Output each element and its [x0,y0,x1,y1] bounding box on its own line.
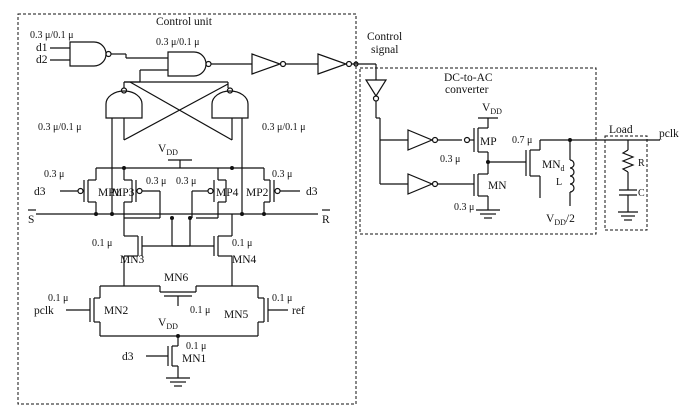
mn-converter-label: MN [488,180,507,192]
mn6-label: MN6 [164,272,189,284]
ground-icon-mn1 [166,377,190,387]
mn4-label: MN4 [232,254,257,266]
mp1-size: 0.3 μ [44,169,64,180]
nand-middle-size: 0.3 μ/0.1 μ [156,37,200,48]
control-unit-label: Control unit [156,16,213,28]
mn2-label: MN2 [104,305,129,317]
control-signal-label-2: signal [371,44,398,56]
nmos-mn4 [171,218,233,264]
pclk-out-label: pclk [659,128,679,140]
mp2-label: MP2 [246,187,269,199]
pmos-mp1 [60,168,97,214]
mp3-size: 0.3 μ [146,176,166,187]
d3-left-label: d3 [34,186,46,198]
d3-right-label: d3 [306,186,318,198]
inverter-converter-lower [407,173,439,195]
ground-icon-converter [476,209,500,219]
r-bar-label: R [322,214,330,226]
inverter-converter-input [364,79,388,102]
inverter-converter-upper [407,129,439,151]
load-label: Load [609,124,633,136]
nand-gate-input [50,41,112,67]
vdd-label-mn6: VDD [158,317,178,331]
load-box [604,135,648,231]
mnd-label: MNd [542,159,565,173]
dc-ac-converter-box [359,67,597,235]
pmos-mp-converter [463,117,498,168]
mn5-size: 0.1 μ [272,293,292,304]
inverter-buffer-1 [251,53,287,75]
s-bar-label: S [28,214,34,226]
vdd-label-top: VDD [158,143,178,157]
pclk-left-label: pclk [34,305,54,317]
mp3-label: MP3 [112,187,135,199]
nmos-mnd [529,140,541,198]
mp4-label: MP4 [216,187,239,199]
vdd-label-converter: VDD [482,102,502,116]
inductor-label: L [556,177,562,188]
nand-latch-right-size: 0.3 μ/0.1 μ [262,122,306,133]
ground-icon-load [618,211,638,221]
mp-converter-label: MP [480,136,497,148]
nmos-mn5 [232,285,288,336]
mn3-label: MN3 [120,254,145,266]
mn-converter-size: 0.3 μ [454,202,474,213]
nand-latch-left-size: 0.3 μ/0.1 μ [38,122,82,133]
mn6-size: 0.1 μ [190,305,210,316]
control-signal-label-1: Control [367,31,402,43]
mp1-label: MP1 [98,187,121,199]
dc-ac-label-2: converter [445,84,489,96]
resistor-r [621,140,635,190]
resistor-label: R [638,158,645,169]
capacitor-label: C [638,188,645,199]
d2-label: d2 [36,54,48,66]
mp-converter-size: 0.3 μ [440,154,460,165]
d1-label: d1 [36,42,48,54]
nmos-mn1 [146,336,179,378]
mn5-label: MN5 [224,309,249,321]
control-unit-box [17,13,357,405]
control-signal-node [353,61,359,67]
nand-gate-middle [140,51,212,77]
capacitor-c [619,189,637,212]
mp4-size: 0.3 μ [176,176,196,187]
pmos-mp4 [192,168,227,214]
mn4-size: 0.1 μ [232,238,252,249]
nand-input-size: 0.3 μ/0.1 μ [30,30,74,41]
nand-latch-left [105,87,143,119]
nmos-mn6 [123,264,233,306]
mn3-size: 0.1 μ [92,238,112,249]
pmos-mp3 [123,168,160,214]
mn2-size: 0.1 μ [48,293,68,304]
inductor-l [569,140,575,206]
nmos-mn2 [66,285,124,336]
mn1-label: MN1 [182,353,207,365]
dc-ac-label-1: DC-to-AC [444,72,493,84]
mnd-size: 0.7 μ [512,135,532,146]
mp2-size: 0.3 μ [272,169,292,180]
nand-latch-right [211,87,249,119]
nmos-mn-converter [470,168,489,210]
vdd-half-label: VDD/2 [546,213,575,227]
inverter-buffer-2 [317,53,353,75]
ref-label: ref [292,305,305,317]
mn1-size: 0.1 μ [186,341,206,352]
d3-bottom-label: d3 [122,351,134,363]
